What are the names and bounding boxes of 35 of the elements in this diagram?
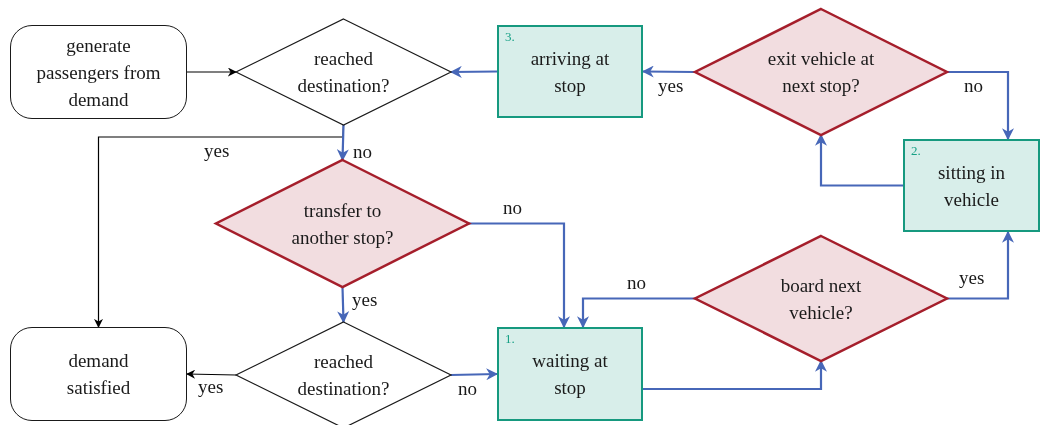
terminal-box bbox=[10, 25, 187, 119]
arrow bbox=[577, 297, 695, 329]
decision-diamond bbox=[216, 160, 469, 287]
arrow bbox=[337, 286, 350, 324]
node-label: generate passengers from demand bbox=[35, 33, 162, 112]
node-label: arriving at stop bbox=[529, 46, 611, 98]
decision-diamond bbox=[236, 322, 451, 425]
decision-diamond bbox=[236, 19, 451, 125]
node-label: transfer to another stop? bbox=[290, 198, 395, 250]
step-number: 1. bbox=[505, 332, 515, 346]
arrow bbox=[815, 133, 903, 187]
step-number: 2. bbox=[911, 144, 921, 158]
arrow bbox=[643, 359, 827, 391]
step-number: 3. bbox=[505, 30, 515, 44]
arrow bbox=[186, 67, 237, 77]
arrow bbox=[450, 368, 499, 381]
node-label: sitting in vehicle bbox=[936, 160, 1006, 212]
arrow bbox=[947, 230, 1014, 300]
node-label: board next vehicle? bbox=[779, 273, 863, 325]
arrow bbox=[186, 369, 237, 379]
node-label: waiting at stop bbox=[531, 349, 609, 400]
arrow bbox=[947, 70, 1014, 141]
arrow bbox=[449, 65, 497, 78]
decision-diamond bbox=[695, 236, 947, 361]
node-label: exit vehicle at next stop? bbox=[766, 47, 876, 98]
node-label: reached destination? bbox=[296, 47, 391, 98]
decision-diamond bbox=[695, 9, 947, 135]
terminal-box bbox=[10, 327, 187, 421]
node-label: reached destination? bbox=[296, 350, 391, 401]
arrow bbox=[469, 222, 570, 329]
state-box bbox=[497, 327, 643, 421]
node-label: demand satisfied bbox=[65, 349, 132, 400]
arrow bbox=[336, 124, 349, 162]
state-box bbox=[903, 139, 1040, 232]
state-box bbox=[497, 25, 643, 118]
